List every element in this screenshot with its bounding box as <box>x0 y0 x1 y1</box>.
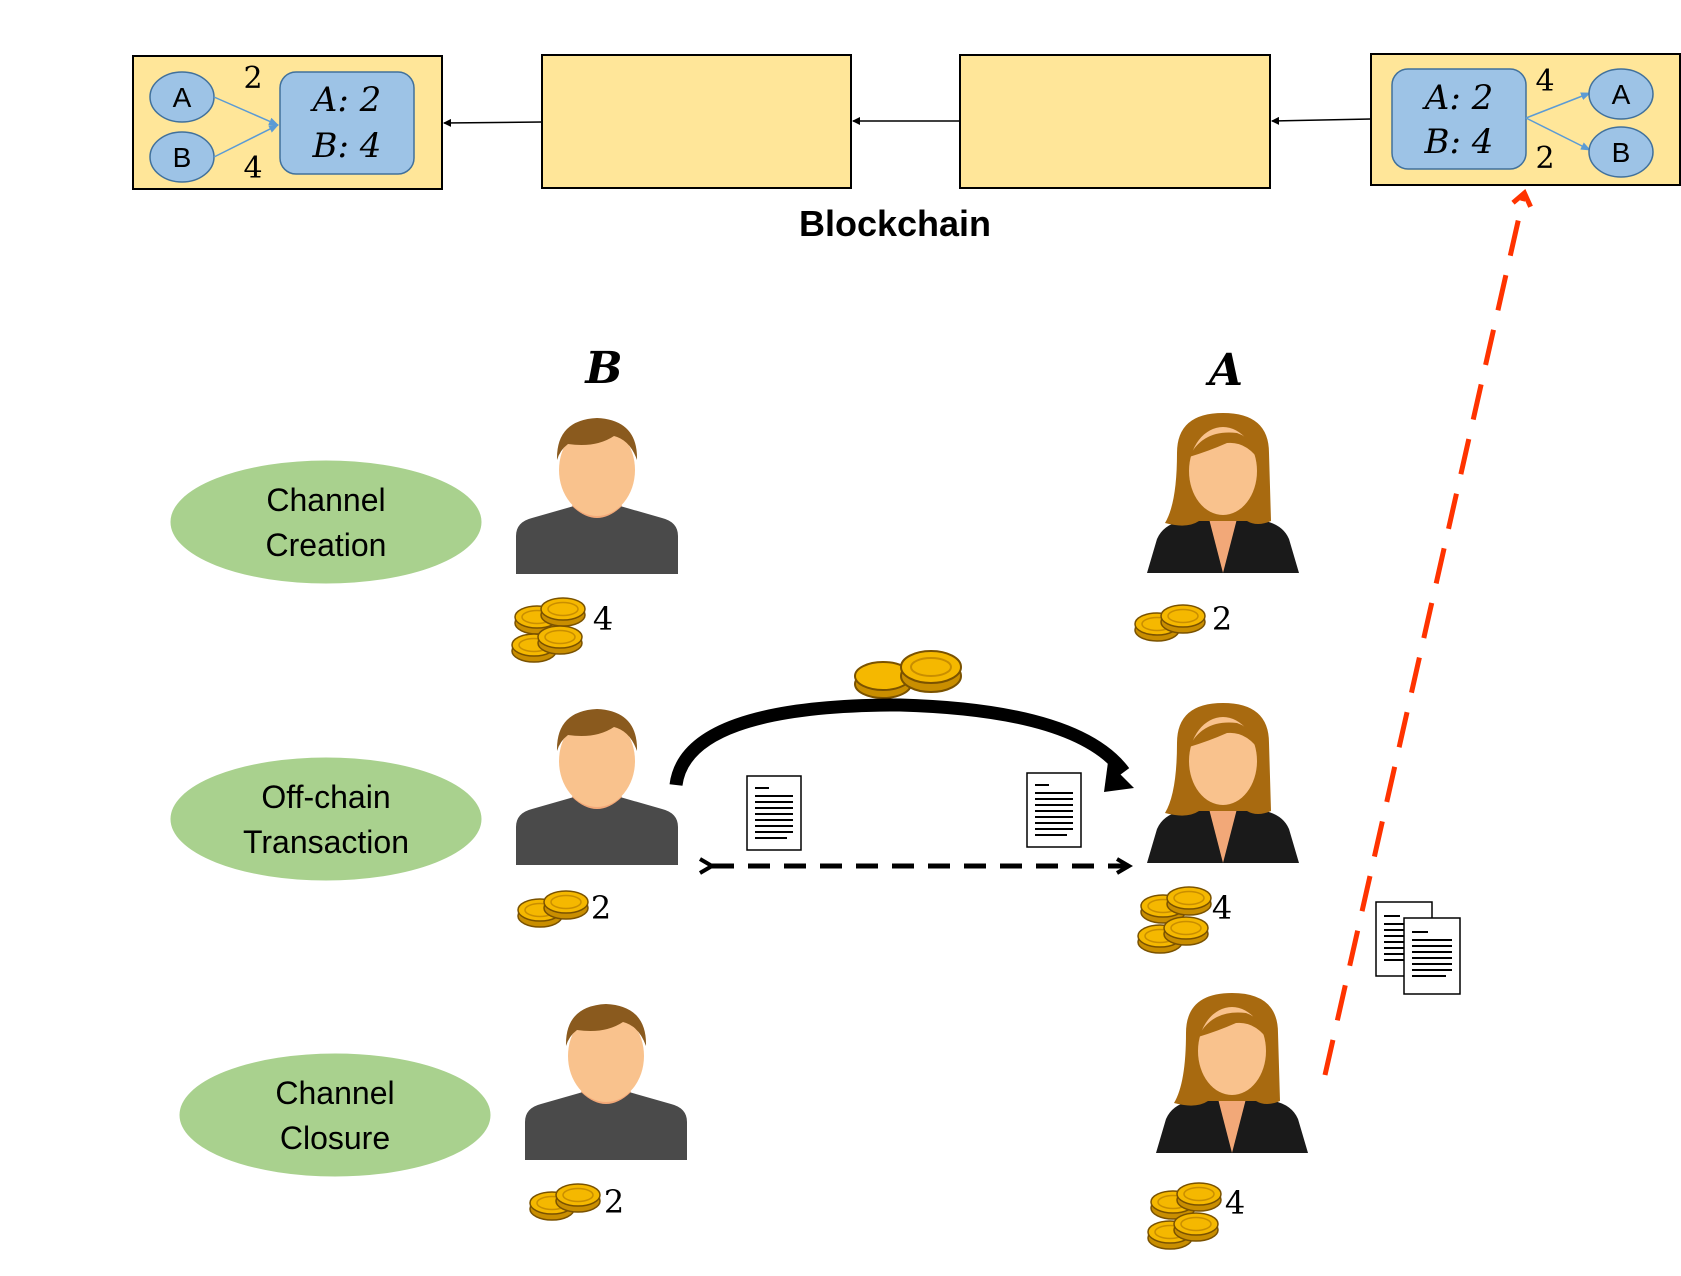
phase-offchain-transaction: Off-chain Transaction <box>170 757 482 881</box>
phase-channel-creation: Channel Creation <box>170 460 482 584</box>
block-middle-1 <box>541 54 852 189</box>
block4-amount-b: 2 <box>1535 141 1554 176</box>
closing-documents-icon <box>1375 901 1461 995</box>
block4-state-box <box>1391 68 1527 170</box>
block1-amount-a: 2 <box>243 61 262 96</box>
party-a-label: A <box>1205 345 1243 396</box>
avatar-a-offchain <box>1147 703 1299 863</box>
avatar-a-creation <box>1147 413 1299 573</box>
blockchain-label: Blockchain <box>799 203 991 244</box>
payment-arc <box>669 698 1130 787</box>
balance-b-creation: 4 <box>593 600 613 638</box>
block4-node-a: A <box>1612 79 1631 110</box>
phase-ellipse <box>170 757 482 881</box>
block4-amount-a: 4 <box>1535 64 1554 99</box>
chain-link-3 <box>1271 116 1372 125</box>
phase-ellipse <box>179 1053 491 1177</box>
balance-b-closure: 2 <box>604 1183 624 1221</box>
edge-a-to-state <box>213 96 279 126</box>
block1-node-b: B <box>173 142 192 173</box>
payment-coins-icon <box>854 650 962 699</box>
avatar-a-closure <box>1156 993 1308 1153</box>
phase-label-line2: Creation <box>266 527 387 563</box>
block4-state-line1: A: 2 <box>1422 78 1493 118</box>
block1-state-line2: B: 4 <box>312 126 382 166</box>
coins-b-closure <box>530 1184 600 1220</box>
block1-node-a: A <box>173 82 192 113</box>
block4-state-line2: B: 4 <box>1424 122 1494 162</box>
phase-label-line1: Channel <box>266 482 385 518</box>
node-a-circle-out <box>1588 68 1654 120</box>
blockchain: A B 2 4 A: 2 B: 4 A: 2 B: 4 4 2 A B Bloc… <box>132 53 1681 244</box>
edge-state-to-b <box>1525 117 1591 151</box>
coins-a-offchain <box>1138 887 1211 953</box>
phase-label-line2: Transaction <box>243 824 409 860</box>
block-middle-2 <box>959 54 1271 189</box>
edge-state-to-a <box>1525 92 1591 119</box>
phase-channel-closure: Channel Closure <box>179 1053 491 1177</box>
document-icon-a <box>1026 772 1082 848</box>
node-b-circle-out <box>1588 126 1654 178</box>
phase-ellipse <box>170 460 482 584</box>
edge-b-to-state <box>213 124 279 158</box>
coins-b-offchain <box>518 891 588 927</box>
avatar-b-creation <box>516 418 678 574</box>
coins-b-creation <box>512 598 585 662</box>
balance-b-offchain: 2 <box>591 889 611 927</box>
party-b-label: B <box>583 343 622 394</box>
balance-a-offchain: 4 <box>1212 889 1232 927</box>
chain-link-1 <box>443 118 543 127</box>
coins-a-closure <box>1148 1183 1221 1249</box>
block1-amount-b: 4 <box>243 151 262 186</box>
payment-arc-arrowhead <box>1104 762 1134 792</box>
phase-label-line1: Off-chain <box>261 779 390 815</box>
avatar-b-closure <box>525 1004 687 1160</box>
coins-a-creation <box>1135 605 1205 641</box>
block4-node-b: B <box>1612 137 1631 168</box>
balance-a-creation: 2 <box>1212 600 1232 638</box>
phase-label-line2: Closure <box>280 1120 390 1156</box>
avatar-b-offchain <box>516 709 678 865</box>
balance-a-closure: 4 <box>1225 1184 1245 1222</box>
block1-state-box <box>279 71 415 175</box>
block1-state-line1: A: 2 <box>310 80 381 120</box>
phase-label-line1: Channel <box>275 1075 394 1111</box>
document-icon-b <box>746 775 802 851</box>
closure-submission-arrow <box>1322 188 1533 1076</box>
